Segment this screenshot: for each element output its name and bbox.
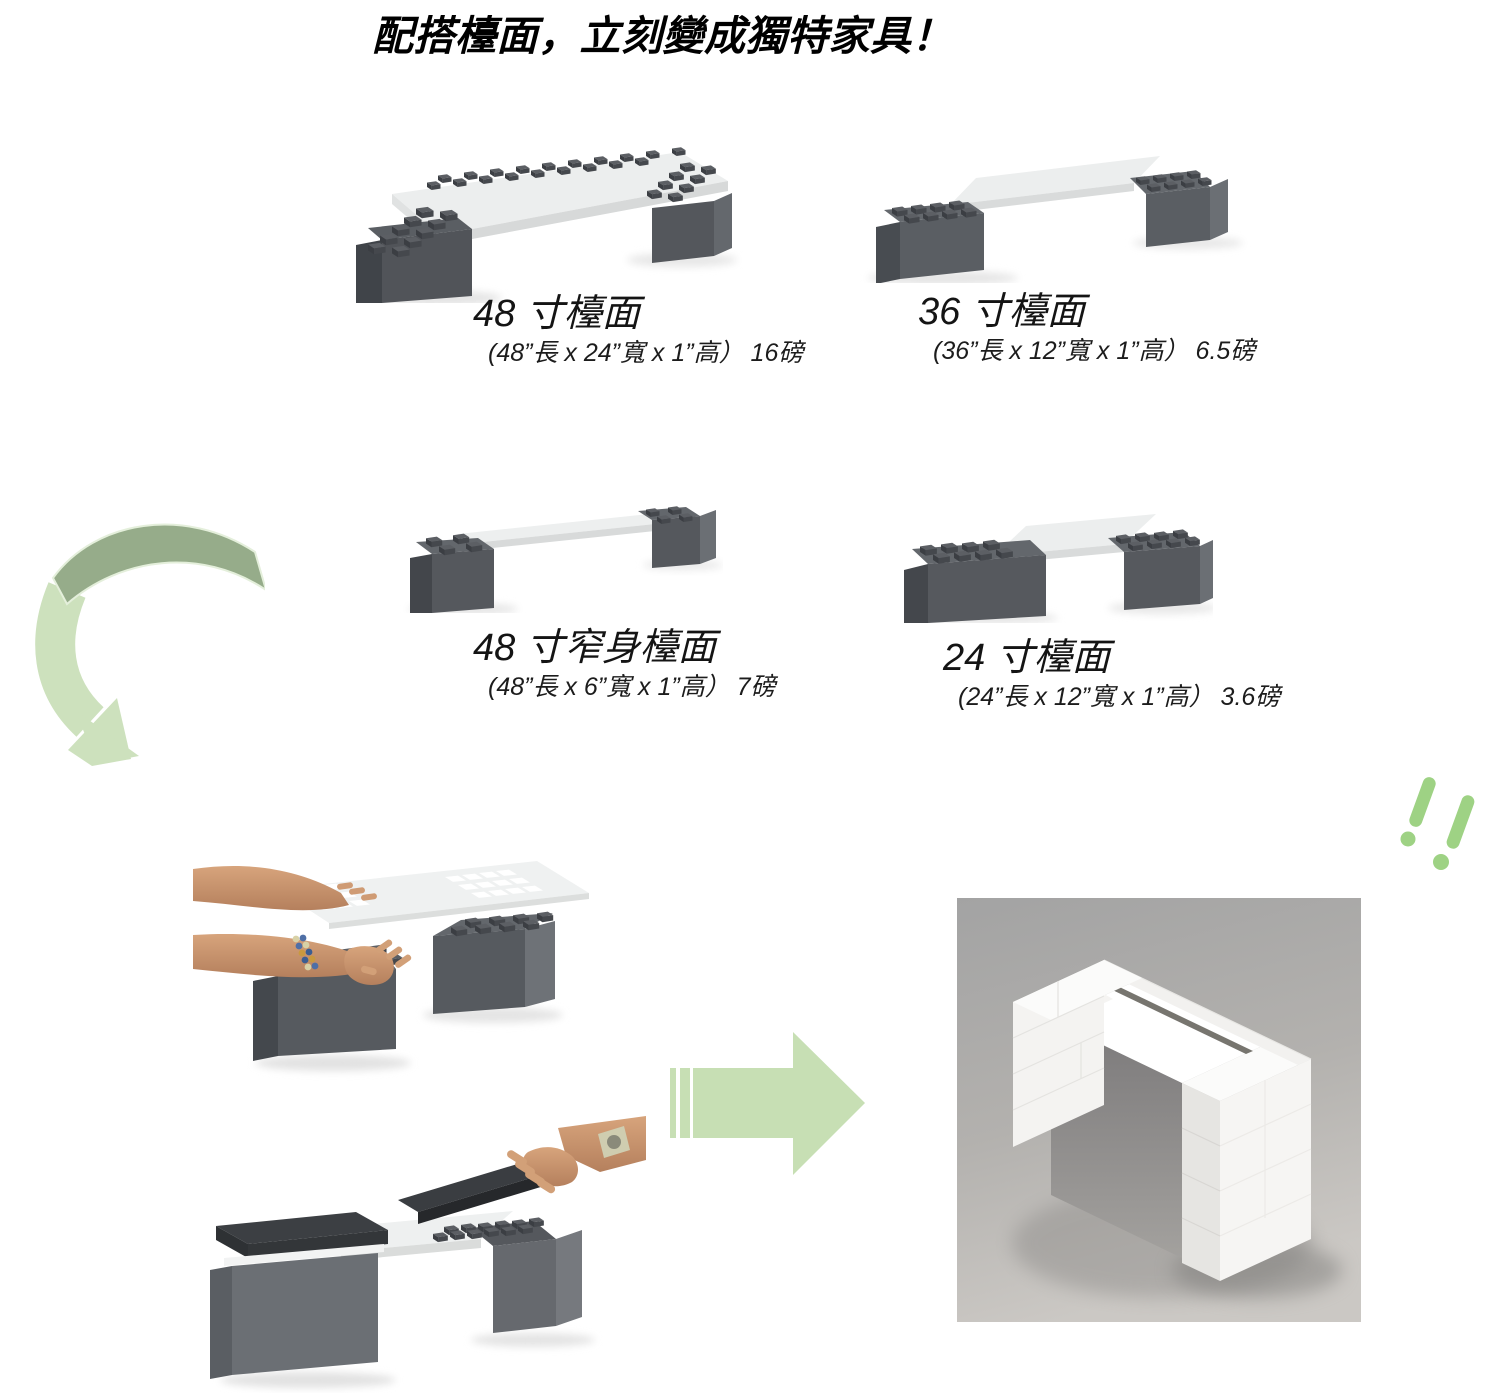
product-name: 36 寸檯面 — [918, 291, 1085, 333]
product-spec: (48”長 x 6”寬 x 1”高） 7磅 — [488, 672, 776, 701]
product-label-48-narrow: 48 寸窄身檯面 (48”長 x 6”寬 x 1”高） 7磅 — [473, 627, 776, 701]
product-spec: (24”長 x 12”寬 x 1”高） 3.6磅 — [958, 682, 1281, 711]
product-label-24: 24 寸檯面 (24”長 x 12”寬 x 1”高） 3.6磅 — [943, 637, 1281, 711]
product-label-36: 36 寸檯面 (36”長 x 12”寬 x 1”高） 6.5磅 — [918, 291, 1256, 365]
product-label-48: 48 寸檯面 (48”長 x 24”寬 x 1”高） 16磅 — [473, 293, 804, 367]
product-name: 24 寸檯面 — [943, 637, 1110, 679]
result-desk-photo — [957, 898, 1361, 1322]
product-photo-48-tabletop — [330, 108, 755, 303]
curved-down-arrow-icon — [35, 498, 265, 766]
product-photo-36-tabletop — [848, 118, 1253, 283]
double-exclamation-icon — [1398, 770, 1483, 885]
assembly-step1-photo — [193, 843, 615, 1091]
striped-right-arrow-icon — [668, 1030, 868, 1178]
assembly-step2-photo — [188, 1116, 646, 1393]
product-photo-48-narrow-tabletop — [358, 468, 723, 613]
product-name: 48 寸窄身檯面 — [473, 627, 716, 669]
product-spec: (48”長 x 24”寬 x 1”高） 16磅 — [488, 338, 804, 367]
page-title: 配搭檯面，立刻變成獨特家具！ — [372, 13, 953, 59]
product-spec: (36”長 x 12”寬 x 1”高） 6.5磅 — [933, 336, 1256, 365]
product-name: 48 寸檯面 — [473, 293, 640, 335]
product-photo-24-tabletop — [878, 468, 1213, 623]
